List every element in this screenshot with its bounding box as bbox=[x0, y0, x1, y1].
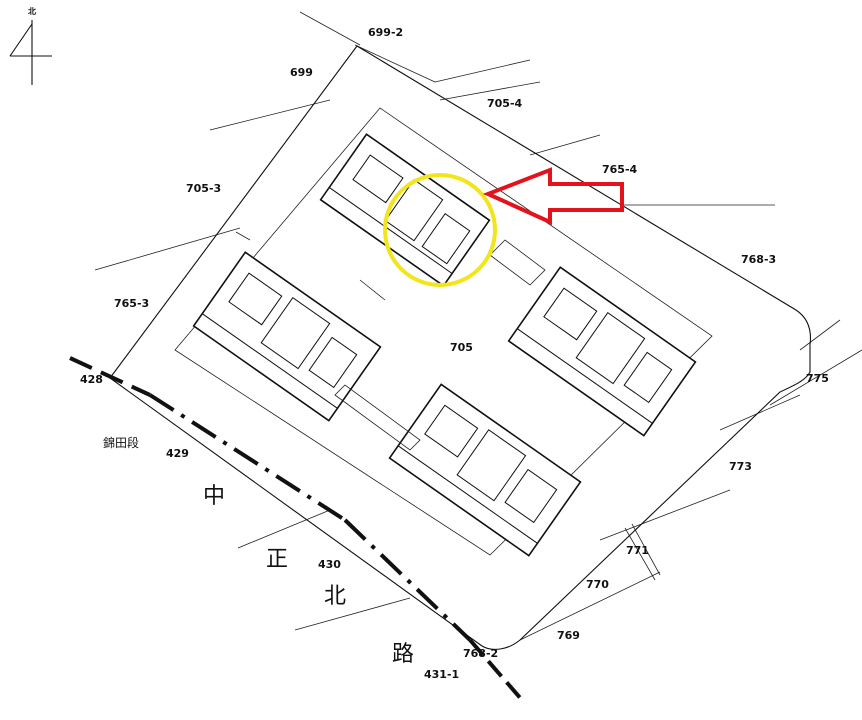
parcel-label-765-4: 765-4 bbox=[602, 163, 638, 176]
parcel-label-431-1: 431-1 bbox=[424, 668, 459, 681]
corridors bbox=[334, 239, 546, 451]
parcel-label-699: 699 bbox=[290, 66, 313, 79]
road-name-char-3: 北 bbox=[324, 584, 346, 609]
compass-label: 北 bbox=[28, 6, 36, 16]
building-a bbox=[319, 133, 491, 287]
parcel-label-705-3: 705-3 bbox=[186, 182, 221, 195]
building-b bbox=[192, 251, 382, 422]
north-arrow-icon: 北 bbox=[9, 6, 52, 85]
parcel-label-768-3: 768-3 bbox=[741, 253, 776, 266]
parcel-labels: 699-2 699 705-4 765-4 705-3 768-3 765-3 … bbox=[80, 26, 829, 681]
parcel-label-429: 429 bbox=[166, 447, 189, 460]
parcel-boundaries bbox=[94, 11, 862, 641]
section-name: 錦田段 bbox=[103, 435, 139, 450]
parcel-label-768-2: 768-2 bbox=[463, 647, 498, 660]
parcel-label-769: 769 bbox=[557, 629, 580, 642]
parcel-label-770: 770 bbox=[586, 578, 609, 591]
road-name-char-4: 路 bbox=[392, 642, 414, 667]
parcel-label-428: 428 bbox=[80, 373, 103, 386]
pointer-arrow-icon bbox=[482, 167, 624, 226]
road-name-char-2: 正 bbox=[266, 547, 288, 572]
parcel-label-771: 771 bbox=[626, 544, 649, 557]
parcel-label-430: 430 bbox=[318, 558, 341, 571]
parcel-label-775: 775 bbox=[806, 372, 829, 385]
lot-705-boundary bbox=[109, 45, 812, 650]
building-d bbox=[388, 383, 582, 557]
parcel-label-699-2: 699-2 bbox=[368, 26, 403, 39]
building-c bbox=[507, 266, 697, 437]
parcel-label-705-4: 705-4 bbox=[487, 97, 523, 110]
highlight-circle bbox=[383, 173, 497, 287]
road-edge bbox=[69, 356, 524, 702]
road-name: 中 正 北 路 bbox=[203, 484, 414, 667]
road-name-char-1: 中 bbox=[203, 484, 225, 509]
parcel-label-705: 705 bbox=[450, 341, 473, 354]
parcel-label-773: 773 bbox=[729, 460, 752, 473]
parcel-label-765-3: 765-3 bbox=[114, 297, 149, 310]
